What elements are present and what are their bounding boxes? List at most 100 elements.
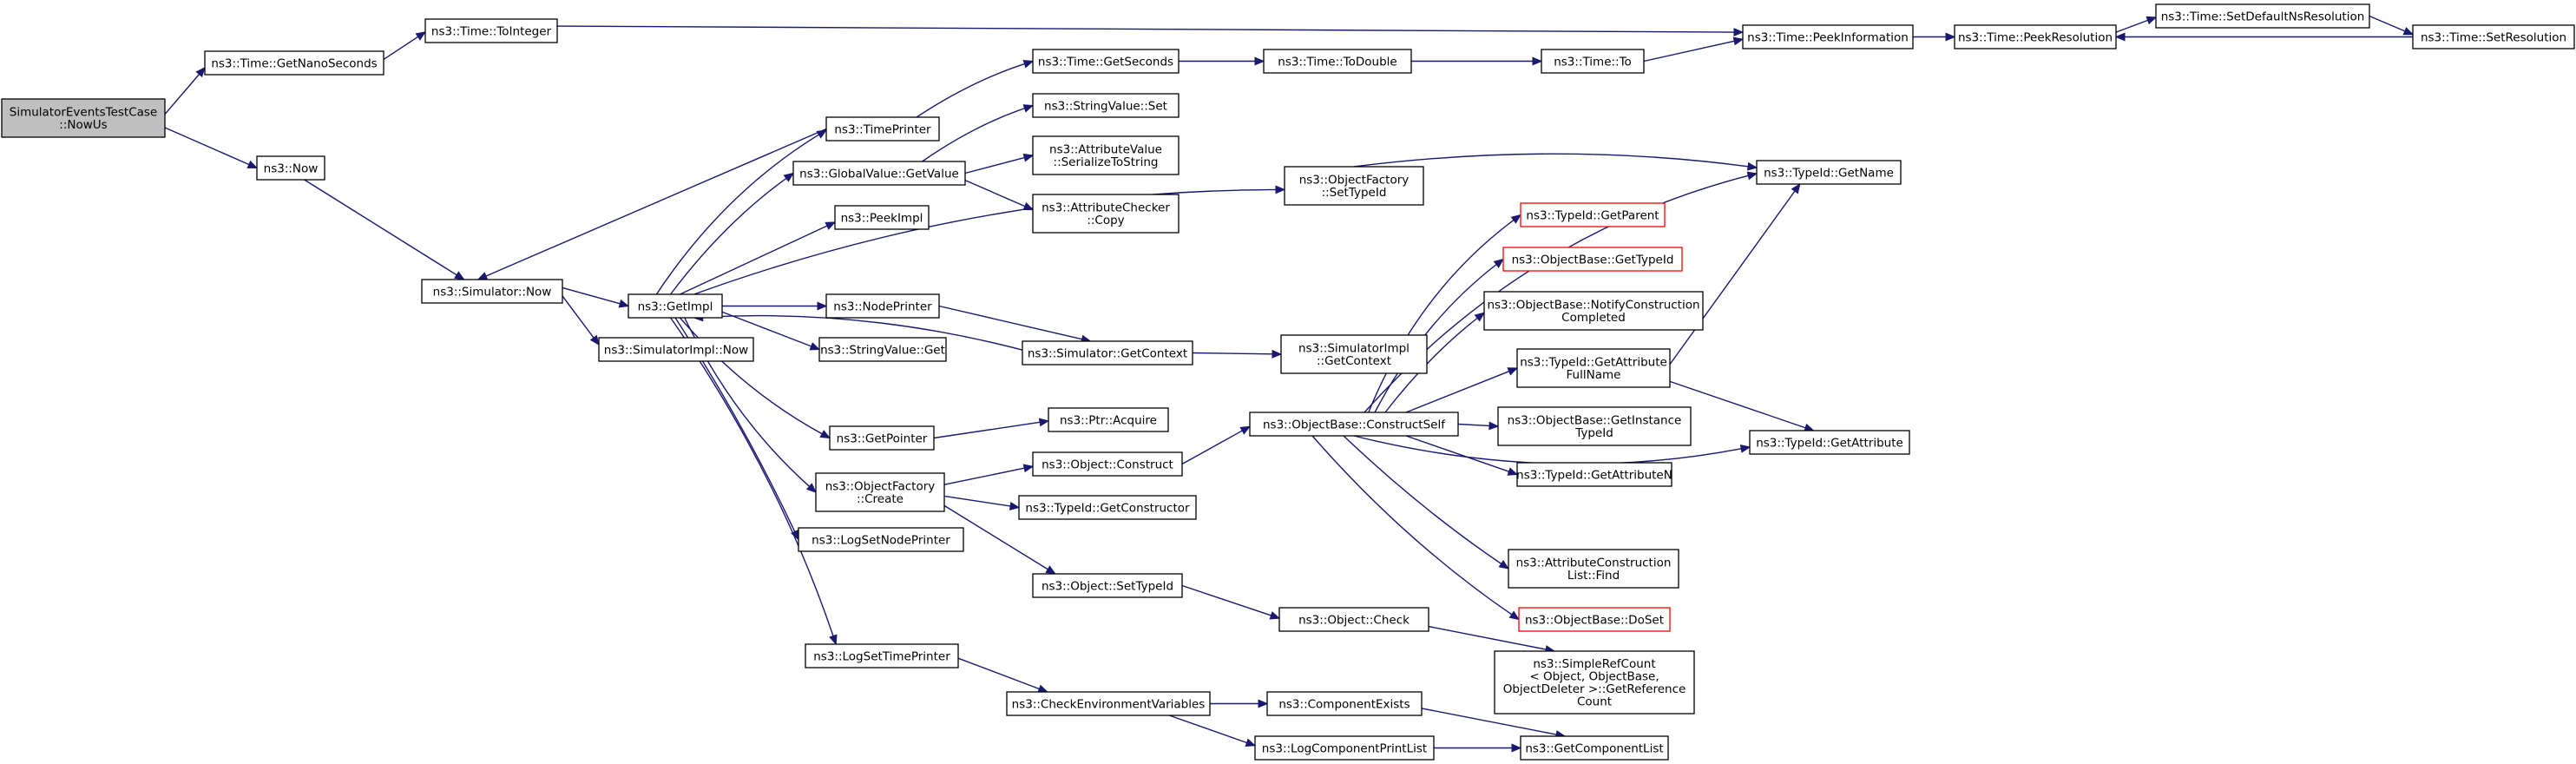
node-simNow[interactable]: ns3::Simulator::Now: [421, 279, 563, 304]
node-label: ns3::ObjectBase::GetInstance: [1508, 414, 1682, 428]
node-label: ns3::ObjectFactory: [1299, 174, 1410, 188]
node-timePrinter[interactable]: ns3::TimePrinter: [825, 116, 940, 142]
node-label: ns3::GetComponentList: [1525, 741, 1663, 755]
arrow-head-icon: [246, 160, 259, 169]
call-edge: [1374, 264, 1497, 413]
call-edge: [304, 179, 457, 276]
node-toInteger[interactable]: ns3::Time::ToInteger: [424, 18, 558, 43]
node-label: ::Copy: [1087, 214, 1124, 227]
node-objSetTid[interactable]: ns3::Object::SetTypeId: [1032, 573, 1183, 598]
call-edge: [933, 421, 1041, 439]
node-box: [1032, 49, 1180, 74]
node-tidGetAttrN[interactable]: ns3::TypeId::GetAttributeN: [1516, 462, 1672, 487]
arrow-head-icon: [819, 430, 831, 439]
node-ofCreate[interactable]: ns3::ObjectFactory::Create: [815, 472, 945, 512]
node-srcGetRef[interactable]: ns3::SimpleRefCount< Object, ObjectBase,…: [1494, 650, 1695, 715]
node-peekRes[interactable]: ns3::Time::PeekResolution: [1954, 24, 2117, 49]
node-svGet[interactable]: ns3::StringValue::Get: [818, 337, 947, 362]
node-box: [1520, 735, 1669, 761]
node-box: [628, 293, 723, 319]
arrow-head-icon: [1739, 444, 1751, 453]
node-checkEnv[interactable]: ns3::CheckEnvironmentVariables: [1006, 691, 1211, 716]
arrow-head-icon: [1493, 258, 1505, 268]
node-compExists[interactable]: ns3::ComponentExists: [1266, 691, 1423, 716]
node-label: ns3::Time::PeekInformation: [1747, 30, 1909, 44]
node-getNano[interactable]: ns3::Time::GetNanoSeconds: [204, 50, 384, 76]
node-getCompList[interactable]: ns3::GetComponentList: [1520, 735, 1669, 761]
arrow-head-icon: [1791, 182, 1801, 194]
node-label: ns3::AttributeValue: [1049, 143, 1162, 157]
node-box: [798, 527, 964, 552]
node-ofSetTid[interactable]: ns3::ObjectFactory::SetTypeId: [1284, 166, 1424, 206]
call-edge: [2115, 19, 2148, 33]
call-edge: [1428, 625, 1547, 650]
node-objCheck[interactable]: ns3::Object::Check: [1278, 607, 1429, 632]
node-root[interactable]: SimulatorEventsTestCase::NowUs: [1, 98, 166, 138]
call-edge: [1457, 423, 1490, 427]
call-edge: [164, 74, 200, 115]
arrow-head-icon: [589, 334, 600, 346]
node-simImplGetCtx[interactable]: ns3::SimulatorImpl::GetContext: [1280, 334, 1428, 374]
node-label: ns3::Time::ToInteger: [431, 24, 552, 38]
node-nodePrinter[interactable]: ns3::NodePrinter: [825, 293, 940, 319]
call-edge: [383, 36, 419, 61]
node-box: [1954, 24, 2117, 49]
node-timeTo[interactable]: ns3::Time::To: [1541, 49, 1645, 74]
node-label: ns3::Simulator::Now: [433, 285, 552, 299]
node-tidGetCtor[interactable]: ns3::TypeId::GetConstructor: [1018, 495, 1197, 520]
arrow-head-icon: [817, 301, 828, 311]
node-box: [1749, 430, 1910, 455]
call-edge: [1421, 708, 1557, 735]
arrow-head-icon: [1532, 56, 1543, 66]
node-obDoSet[interactable]: ns3::ObjectBase::DoSet: [1518, 607, 1671, 632]
node-box: [1483, 291, 1704, 331]
node-logCompPrint[interactable]: ns3::LogComponentPrintList: [1254, 735, 1435, 761]
node-avSerialize[interactable]: ns3::AttributeValue::SerializeToString: [1032, 135, 1180, 175]
node-logSetTime[interactable]: ns3::LogSetTimePrinter: [805, 643, 959, 668]
node-logSetNode[interactable]: ns3::LogSetNodePrinter: [798, 527, 964, 552]
arrow-head-icon: [195, 66, 206, 78]
call-edge: [1405, 435, 1509, 472]
node-simImplNow[interactable]: ns3::SimulatorImpl::Now: [598, 337, 754, 362]
node-toDouble[interactable]: ns3::Time::ToDouble: [1263, 49, 1412, 74]
node-setDefRes[interactable]: ns3::Time::SetDefaultNsResolution: [2155, 3, 2370, 29]
arrow-head-icon: [1275, 185, 1286, 194]
node-acCopy[interactable]: ns3::AttributeChecker::Copy: [1032, 194, 1180, 234]
node-getPointer[interactable]: ns3::GetPointer: [829, 425, 935, 451]
node-label: ns3::SimulatorImpl::Now: [604, 343, 748, 357]
call-edge: [916, 63, 1025, 118]
call-edge: [679, 317, 823, 435]
node-gvGetValue[interactable]: ns3::GlobalValue::GetValue: [792, 161, 966, 186]
node-simGetContext[interactable]: ns3::Simulator::GetContext: [1022, 340, 1193, 366]
node-objConstruct[interactable]: ns3::Object::Construct: [1032, 451, 1183, 477]
node-box: [1032, 451, 1183, 477]
node-label: ns3::TypeId::GetName: [1764, 166, 1894, 180]
node-getSeconds[interactable]: ns3::Time::GetSeconds: [1032, 49, 1180, 74]
call-edges: [164, 15, 2415, 753]
node-box: [805, 643, 959, 668]
node-obGetTid[interactable]: ns3::ObjectBase::GetTypeId: [1502, 247, 1683, 272]
node-label: ObjectDeleter >::GetReference: [1503, 682, 1686, 696]
node-box: [1048, 407, 1169, 432]
node-svSet[interactable]: ns3::StringValue::Set: [1032, 93, 1180, 118]
node-box: [1541, 49, 1645, 74]
call-edge: [943, 504, 1048, 570]
node-obNotify[interactable]: ns3::ObjectBase::NotifyConstructionCompl…: [1483, 291, 1704, 331]
node-getImpl[interactable]: ns3::GetImpl: [628, 293, 723, 319]
node-now[interactable]: ns3::Now: [256, 155, 325, 181]
node-label: List::Find: [1567, 569, 1620, 583]
node-label: ns3::ObjectFactory: [825, 480, 936, 494]
node-peekImpl[interactable]: ns3::PeekImpl: [834, 205, 930, 230]
node-peekInfo[interactable]: ns3::Time::PeekInformation: [1742, 24, 1914, 49]
node-tidGetAttr[interactable]: ns3::TypeId::GetAttribute: [1749, 430, 1910, 455]
node-ptrAcquire[interactable]: ns3::Ptr::Acquire: [1048, 407, 1169, 432]
node-tidGetName[interactable]: ns3::TypeId::GetName: [1756, 160, 1902, 185]
arrow-head-icon: [1037, 684, 1049, 693]
node-obConstructSelf[interactable]: ns3::ObjectBase::ConstructSelf: [1249, 412, 1459, 437]
arrow-head-icon: [1022, 60, 1035, 69]
node-tidGetParent[interactable]: ns3::TypeId::GetParent: [1520, 202, 1666, 227]
node-setRes[interactable]: ns3::Time::SetResolution: [2412, 24, 2575, 49]
